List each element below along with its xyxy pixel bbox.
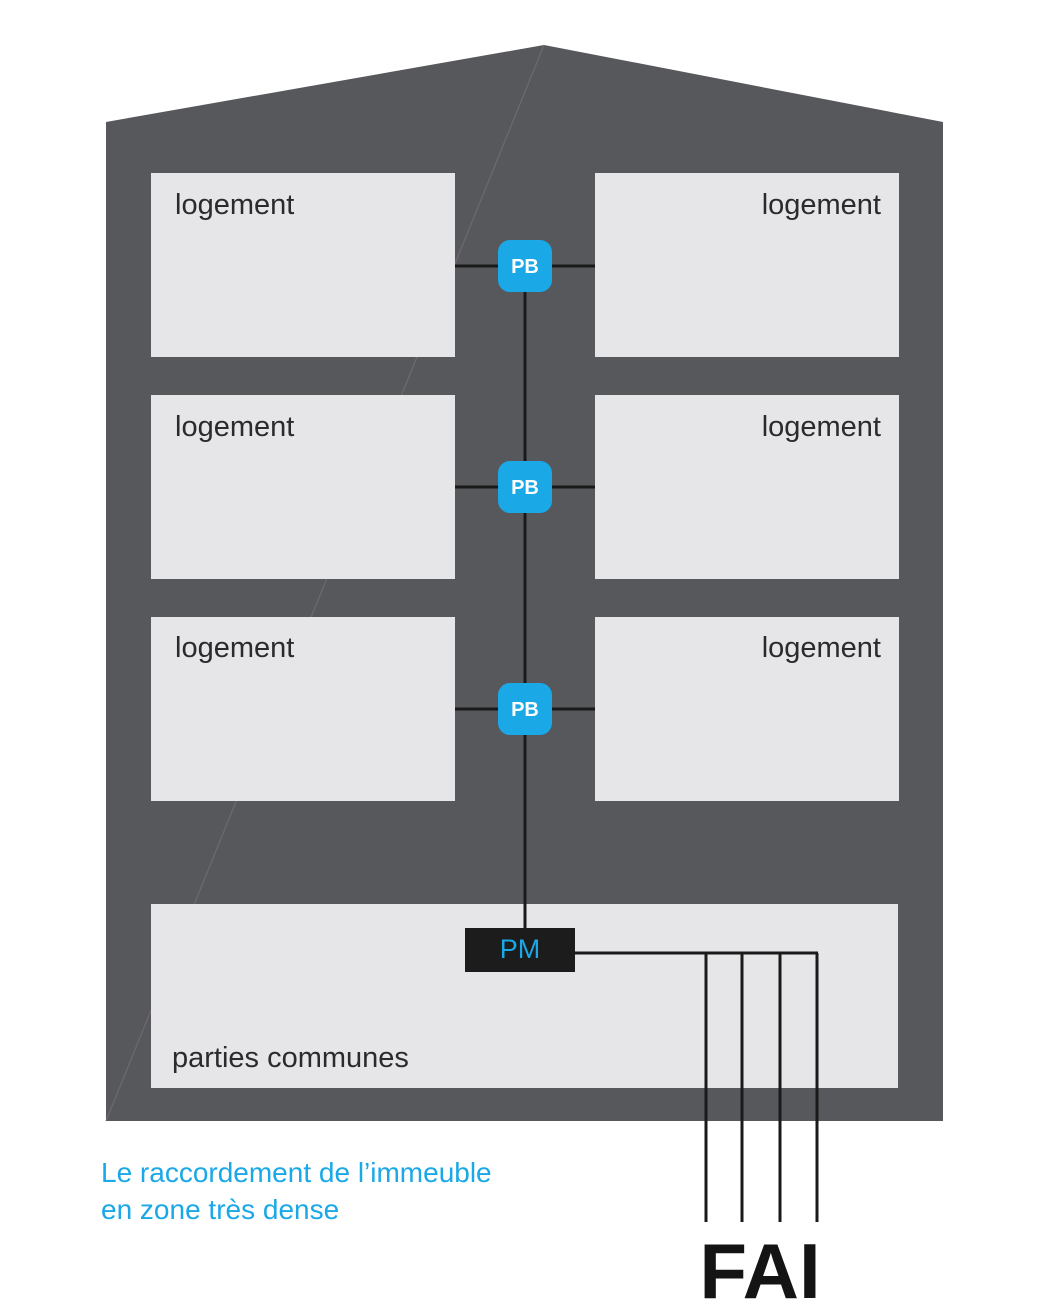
pm-label: PM — [500, 934, 541, 964]
logement-label-left-1: logement — [175, 189, 294, 221]
logement-left-2 — [151, 395, 455, 579]
pb-node-1 — [498, 240, 552, 292]
logement-right-1 — [595, 173, 899, 357]
logement-label-right-2: logement — [762, 411, 881, 443]
caption-line-2: en zone très dense — [101, 1194, 339, 1225]
logement-label-left-2: logement — [175, 411, 294, 443]
parties-communes-label: parties communes — [172, 1042, 409, 1074]
pb-label-3: PB — [511, 699, 539, 721]
logement-right-2 — [595, 395, 899, 579]
pm-node — [465, 928, 575, 972]
pb-node-3 — [498, 683, 552, 735]
logement-left-1 — [151, 173, 455, 357]
pb-label-2: PB — [511, 477, 539, 499]
logement-right-3 — [595, 617, 899, 801]
pb-label-1: PB — [511, 256, 539, 278]
logement-label-left-3: logement — [175, 632, 294, 664]
fai-label: FAI — [699, 1227, 820, 1315]
logement-left-3 — [151, 617, 455, 801]
logement-label-right-3: logement — [762, 632, 881, 664]
logement-label-right-1: logement — [762, 189, 881, 221]
caption-line-1: Le raccordement de l’immeuble — [101, 1157, 492, 1188]
pb-node-2 — [498, 461, 552, 513]
